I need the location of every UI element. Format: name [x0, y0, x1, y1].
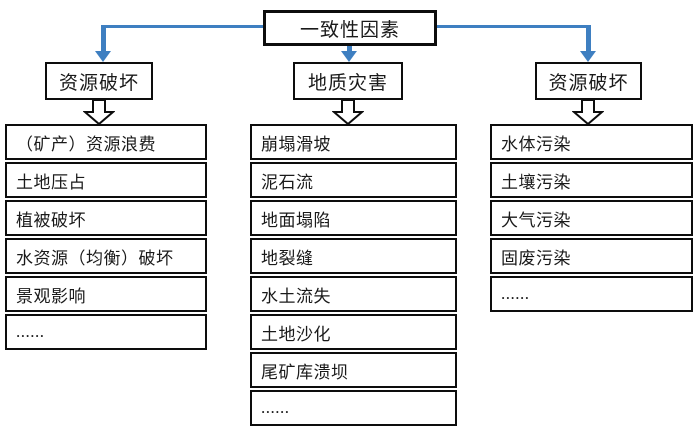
list-item: 水资源（均衡）破坏 [5, 238, 207, 274]
list-item: 大气污染 [490, 200, 693, 236]
list-item-label: ...... [261, 398, 290, 417]
list-item: 景观影响 [5, 276, 207, 312]
block-arrow-down-icon [572, 99, 604, 125]
list-item: ...... [490, 276, 693, 312]
list-item-label: 泥石流 [261, 172, 314, 192]
list-item-label: （矿产）资源浪费 [16, 134, 156, 154]
list-item: 水土流失 [250, 276, 457, 312]
list-item: 地裂缝 [250, 238, 457, 274]
root-node-label: 一致性因素 [299, 19, 400, 41]
list-item-label: 大气污染 [501, 210, 571, 230]
list-item: 植被破坏 [5, 200, 207, 236]
arrow-down-icon [580, 51, 596, 62]
branch-header-label: 资源破坏 [58, 72, 139, 94]
list-item: 地面塌陷 [250, 200, 457, 236]
connector-drop-middle [347, 45, 352, 52]
list-item: 崩塌滑坡 [250, 124, 457, 160]
list-item: 土地沙化 [250, 314, 457, 350]
list-item-label: 水体污染 [501, 134, 571, 154]
list-item-label: 土壤污染 [501, 172, 571, 192]
list-item: 固废污染 [490, 238, 693, 274]
branch-header-resource-damage-left: 资源破坏 [45, 62, 153, 100]
branch-header-resource-damage-right: 资源破坏 [535, 62, 642, 100]
connector-line-right [437, 25, 591, 28]
list-item: 泥石流 [250, 162, 457, 198]
branch-header-geological-hazard: 地质灾害 [293, 62, 403, 100]
list-item-label: ...... [501, 284, 530, 303]
block-arrow-down-icon [332, 99, 364, 125]
list-item-label: 土地沙化 [261, 324, 331, 344]
branch-header-label: 地质灾害 [307, 72, 388, 94]
list-item: ...... [250, 390, 457, 426]
branch-header-label: 资源破坏 [548, 72, 629, 94]
list-item: 土壤污染 [490, 162, 693, 198]
connector-drop-right [586, 25, 591, 52]
list-item: 水体污染 [490, 124, 693, 160]
list-pollution: 水体污染 土壤污染 大气污染 固废污染 ...... [490, 124, 693, 314]
list-item-label: 固废污染 [501, 248, 571, 268]
list-item-label: 水土流失 [261, 286, 331, 306]
arrow-down-icon [341, 51, 357, 62]
list-item: ...... [5, 314, 207, 350]
connector-drop-left [101, 25, 106, 52]
connector-line-left [101, 25, 263, 28]
list-item: （矿产）资源浪费 [5, 124, 207, 160]
list-item-label: 崩塌滑坡 [261, 134, 331, 154]
arrow-down-icon [95, 51, 111, 62]
list-item-label: 地裂缝 [261, 248, 314, 268]
list-item-label: 尾矿库溃坝 [261, 362, 349, 382]
list-item-label: 土地压占 [16, 172, 86, 192]
list-item-label: 地面塌陷 [261, 210, 331, 230]
list-geological-hazard: 崩塌滑坡 泥石流 地面塌陷 地裂缝 水土流失 土地沙化 尾矿库溃坝 ...... [250, 124, 457, 428]
list-item: 尾矿库溃坝 [250, 352, 457, 388]
list-resource-damage: （矿产）资源浪费 土地压占 植被破坏 水资源（均衡）破坏 景观影响 ...... [5, 124, 207, 352]
list-item-label: 植被破坏 [16, 210, 86, 230]
list-item: 土地压占 [5, 162, 207, 198]
list-item-label: 水资源（均衡）破坏 [16, 248, 174, 268]
root-node: 一致性因素 [263, 10, 437, 46]
block-arrow-down-icon [83, 99, 115, 125]
list-item-label: ...... [16, 322, 45, 341]
list-item-label: 景观影响 [16, 286, 86, 306]
